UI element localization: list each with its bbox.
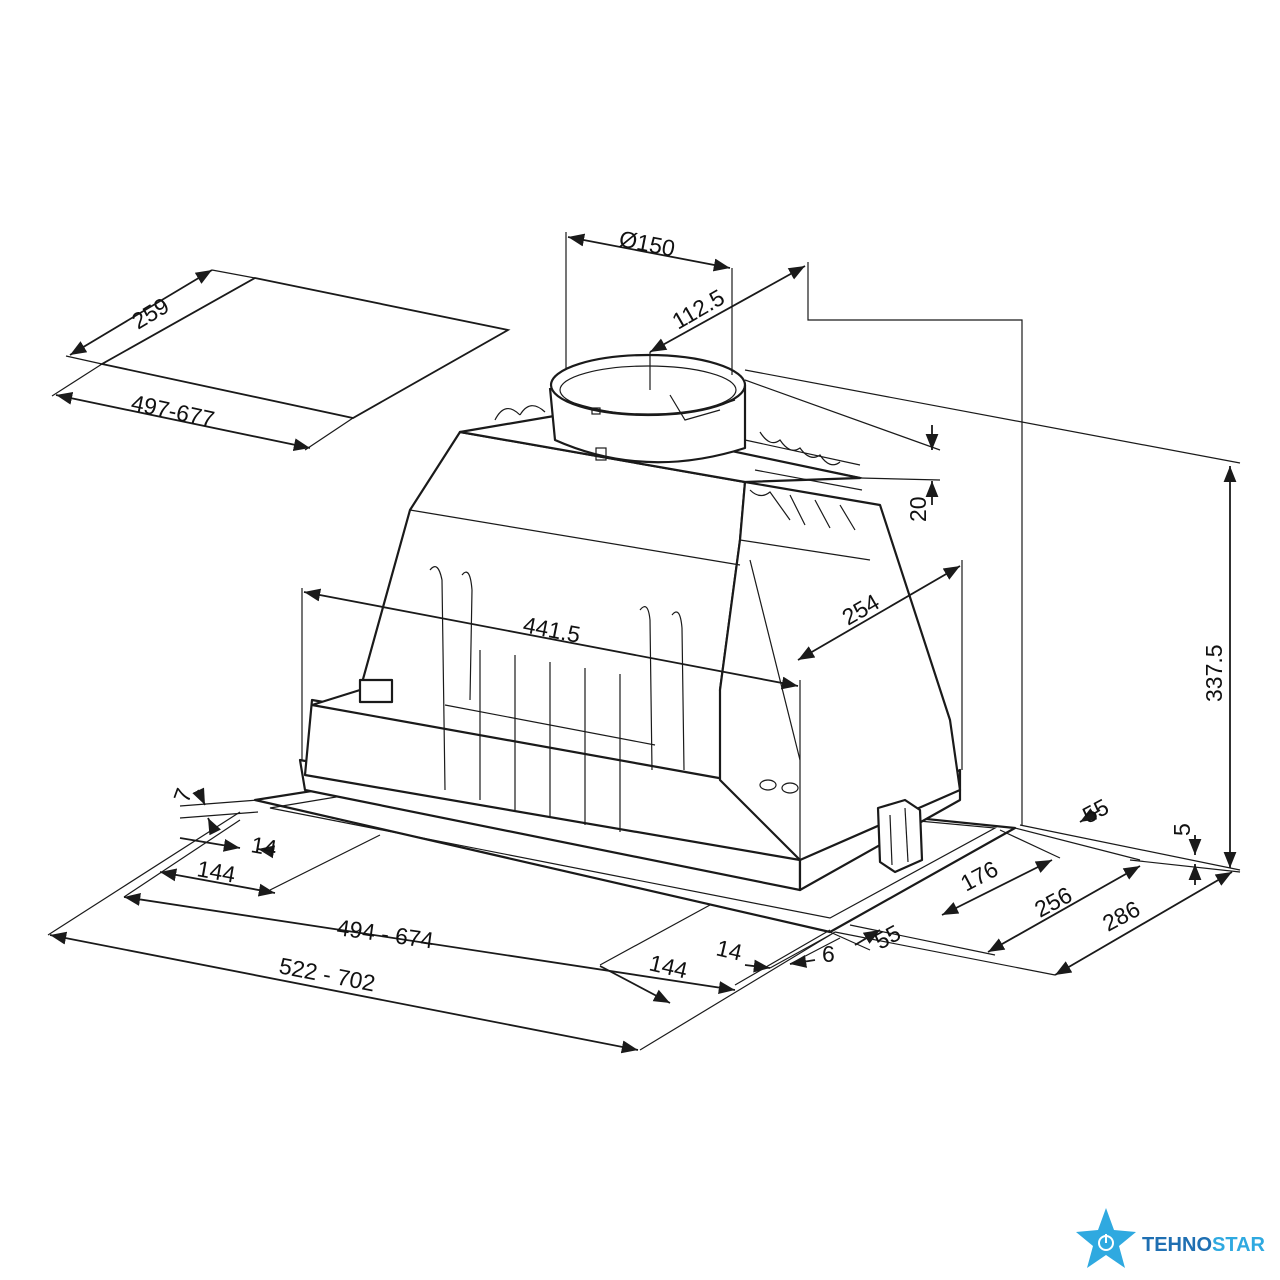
duct-collar <box>548 353 747 464</box>
svg-text:TEHNOSTAR: TEHNOSTAR <box>1142 1234 1266 1256</box>
body-depth-line <box>797 565 961 661</box>
body-side-face <box>718 480 962 862</box>
top-grille <box>494 405 863 531</box>
duct-offset-label: 112.5 <box>668 284 729 334</box>
left-edge-label: 7 <box>168 785 197 806</box>
duct-offset-line <box>649 265 806 353</box>
depth-outer-line <box>1054 871 1233 976</box>
duct-diameter-label: Ø150 <box>617 225 677 261</box>
duct-diameter-line <box>567 233 731 272</box>
left-inset-label: 14 <box>249 831 279 861</box>
depth-outer-label: 286 <box>1098 895 1144 936</box>
right-inset-label: 14 <box>714 935 745 966</box>
outer-width-line <box>49 931 639 1054</box>
hood-unit <box>253 353 1017 934</box>
body-width-line <box>303 588 799 690</box>
depth-inner-label: 176 <box>956 855 1002 896</box>
depth-mid-label: 256 <box>1030 881 1076 922</box>
left-rail-label: 144 <box>195 855 238 887</box>
back-margin-label: 55 <box>1078 793 1113 828</box>
cutout-panel <box>51 269 511 452</box>
cutout-width-line <box>55 391 311 452</box>
left-rail-line <box>159 868 276 897</box>
frame-height-label: 5 <box>1169 823 1195 836</box>
inner-width-label: 494 - 674 <box>335 914 435 953</box>
wall-reference <box>807 262 1023 825</box>
control-box <box>358 678 394 704</box>
brand-name-part2: STAR <box>1212 1234 1266 1256</box>
right-edge-label: 6 <box>822 941 835 967</box>
mounting-bracket <box>876 798 924 874</box>
total-height-label: 337.5 <box>1201 644 1227 702</box>
duct-collar-label: 20 <box>905 496 931 522</box>
cutout-width-label: 497-677 <box>129 389 217 432</box>
front-margin-label: 55 <box>870 919 905 954</box>
brand-name-part1: TEHNO <box>1142 1234 1212 1256</box>
cutout-depth-line <box>69 269 213 356</box>
brand-logo: TEHNOSTAR <box>1076 1208 1266 1268</box>
dimension-lines <box>47 232 1241 1054</box>
